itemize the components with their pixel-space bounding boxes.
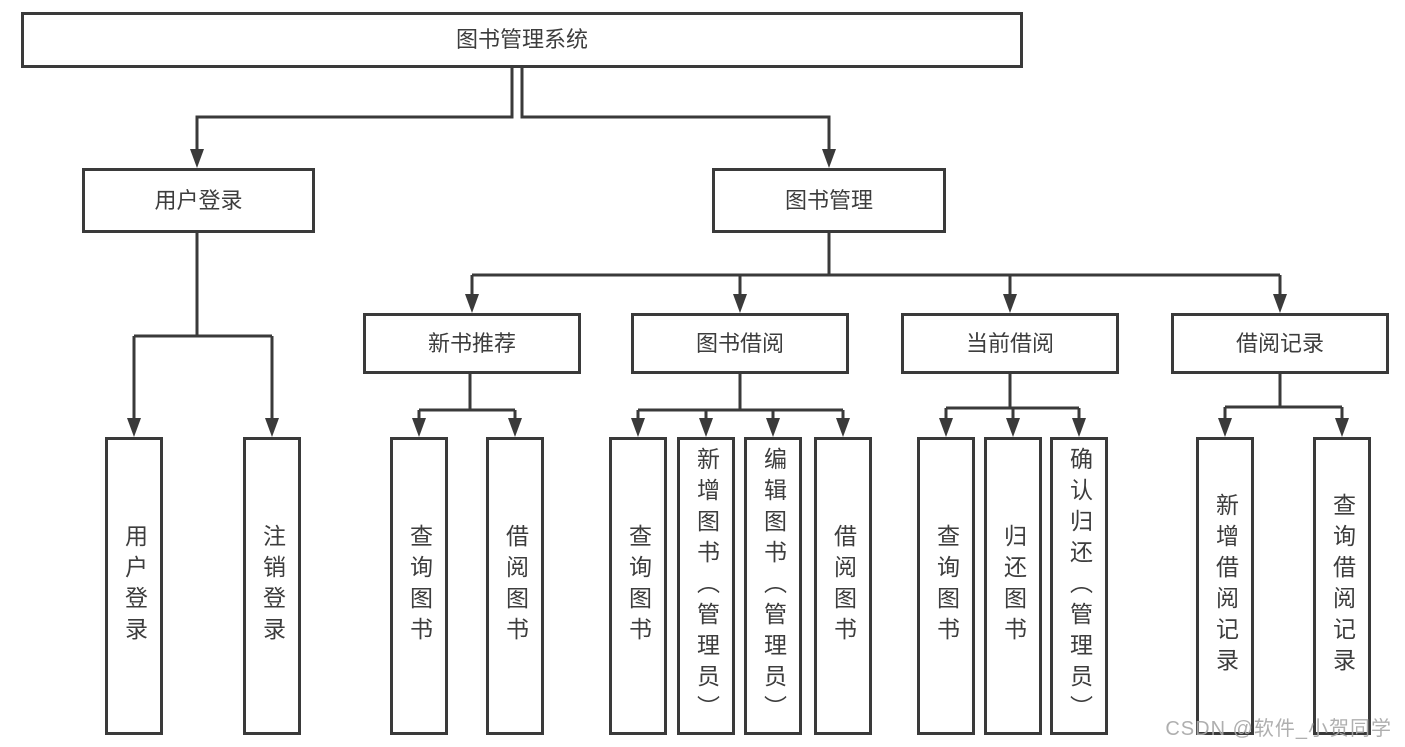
watermark: CSDN @软件_小贺同学 [1165, 718, 1392, 740]
node-user-login: 用户登录 [82, 168, 315, 233]
leaf-return-books: 归还图书 [984, 437, 1042, 735]
connector-user-login-to-children [127, 233, 279, 437]
connector-new-book-recommendation-to-children [412, 374, 522, 437]
leaf-query-borrow-record: 查询借阅记录 [1313, 437, 1371, 735]
leaf-query-books-borrowing: 查询图书 [609, 437, 667, 735]
leaf-user-login: 用户登录 [105, 437, 163, 735]
leaf-add-books-admin: 新增图书（管理员） [677, 437, 735, 735]
node-book-borrowing: 图书借阅 [631, 313, 849, 374]
leaf-borrow-books: 借阅图书 [814, 437, 872, 735]
leaf-query-books-current: 查询图书 [917, 437, 975, 735]
leaf-logout: 注销登录 [243, 437, 301, 735]
connector-book-management-to-level3 [465, 233, 1287, 313]
connector-current-borrowing-to-children [939, 374, 1086, 437]
connector-borrowing-records-to-children [1218, 374, 1349, 437]
leaf-borrow-books-recommendation: 借阅图书 [486, 437, 544, 735]
node-new-book-recommendation: 新书推荐 [363, 313, 581, 374]
connector-root-to-user-login [190, 68, 514, 168]
node-book-management: 图书管理 [712, 168, 946, 233]
leaf-query-books-recommendation: 查询图书 [390, 437, 448, 735]
connector-root-to-book-management [520, 68, 836, 168]
connector-book-borrowing-to-children [631, 374, 850, 437]
leaf-confirm-return-admin: 确认归还（管理员） [1050, 437, 1108, 735]
leaf-edit-books-admin: 编辑图书（管理员） [744, 437, 802, 735]
node-borrowing-records: 借阅记录 [1171, 313, 1389, 374]
leaf-add-borrow-record: 新增借阅记录 [1196, 437, 1254, 735]
node-current-borrowing: 当前借阅 [901, 313, 1119, 374]
node-library-management-system: 图书管理系统 [21, 12, 1023, 68]
